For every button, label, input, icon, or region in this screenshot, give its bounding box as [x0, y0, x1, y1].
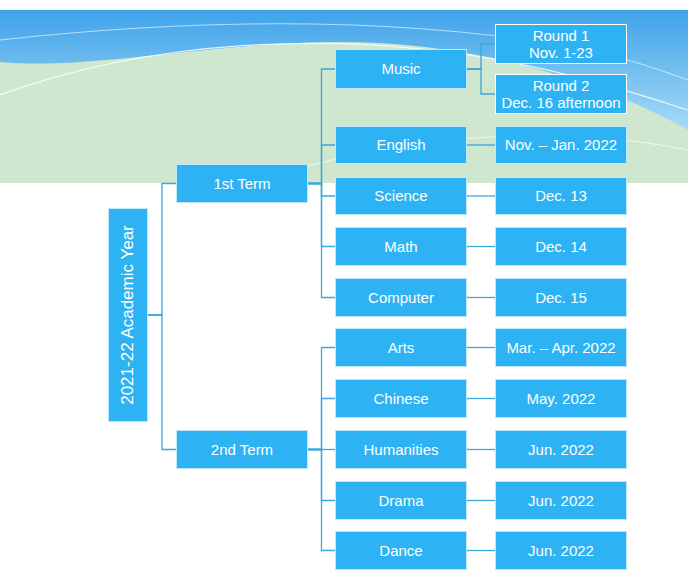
tree-connector: [308, 69, 335, 184]
tree-connector: [148, 315, 176, 450]
box-label: Round 2: [533, 77, 590, 94]
box-label: Jun. 2022: [528, 542, 594, 559]
box-label: Nov. 1-23: [529, 44, 593, 61]
box-label: Music: [381, 60, 420, 77]
box-label: Dec. 16 afternoon: [501, 94, 620, 111]
sky-wave: [0, 10, 688, 130]
tree-connector: [467, 69, 495, 94]
date-box: Dec. 13: [495, 177, 627, 215]
subject-box: Humanities: [335, 430, 467, 469]
tree-connector: [308, 348, 335, 450]
box-label: Math: [384, 238, 417, 255]
box-label: Chinese: [373, 390, 428, 407]
tree-connector: [467, 398, 495, 399]
tree-connector: [467, 195, 495, 196]
tree-connector: [308, 399, 335, 450]
root-box: 2021-22 Academic Year: [108, 208, 148, 422]
subject-box: Chinese: [335, 379, 467, 418]
round-box: Round 2Dec. 16 afternoon: [495, 74, 627, 115]
tree-connector: [467, 144, 495, 145]
term-box: 1st Term: [176, 164, 308, 203]
date-box: Mar. – Apr. 2022: [495, 328, 627, 367]
box-label: 2nd Term: [211, 441, 273, 458]
subject-box: English: [335, 126, 467, 164]
box-label: Dance: [379, 542, 422, 559]
subject-box: Music: [335, 49, 467, 89]
subject-box: Computer: [335, 278, 467, 317]
round-box: Round 1Nov. 1-23: [495, 24, 627, 65]
tree-connector: [467, 246, 495, 247]
box-label: Drama: [378, 492, 423, 509]
box-label: Computer: [368, 289, 434, 306]
box-label: Dec. 13: [535, 187, 587, 204]
date-box: Dec. 15: [495, 278, 627, 317]
tree-connector: [467, 449, 495, 450]
date-box: Jun. 2022: [495, 531, 627, 570]
tree-connector: [308, 184, 335, 298]
box-label: Dec. 14: [535, 238, 587, 255]
date-box: May. 2022: [495, 379, 627, 418]
date-box: Dec. 14: [495, 227, 627, 266]
box-label: Arts: [388, 339, 415, 356]
subject-box: Dance: [335, 531, 467, 570]
subject-box: Drama: [335, 481, 467, 520]
green-hill: [0, 10, 688, 183]
box-label: Mar. – Apr. 2022: [506, 339, 615, 356]
box-label: Science: [374, 187, 427, 204]
term-box: 2nd Term: [176, 430, 308, 469]
date-box: Jun. 2022: [495, 481, 627, 520]
tree-connector: [308, 450, 335, 551]
tree-connector: [467, 44, 495, 69]
tree-connector: [467, 500, 495, 501]
box-label: Dec. 15: [535, 289, 587, 306]
box-label: English: [376, 136, 425, 153]
tree-connector: [467, 347, 495, 348]
box-label: Jun. 2022: [528, 492, 594, 509]
date-box: Jun. 2022: [495, 430, 627, 469]
box-label: May. 2022: [527, 390, 596, 407]
tree-connector: [148, 184, 176, 316]
box-label: Humanities: [363, 441, 438, 458]
vertical-title: 2021-22 Academic Year: [118, 225, 138, 405]
tree-connector: [467, 550, 495, 551]
subject-box: Arts: [335, 328, 467, 367]
box-label: Nov. – Jan. 2022: [505, 136, 617, 153]
box-label: Round 1: [533, 27, 590, 44]
subject-box: Science: [335, 177, 467, 215]
tree-connector: [467, 297, 495, 298]
subject-box: Math: [335, 227, 467, 266]
box-label: Jun. 2022: [528, 441, 594, 458]
box-label: 1st Term: [213, 175, 270, 192]
date-box: Nov. – Jan. 2022: [495, 126, 627, 164]
tree-connector: [308, 145, 335, 184]
